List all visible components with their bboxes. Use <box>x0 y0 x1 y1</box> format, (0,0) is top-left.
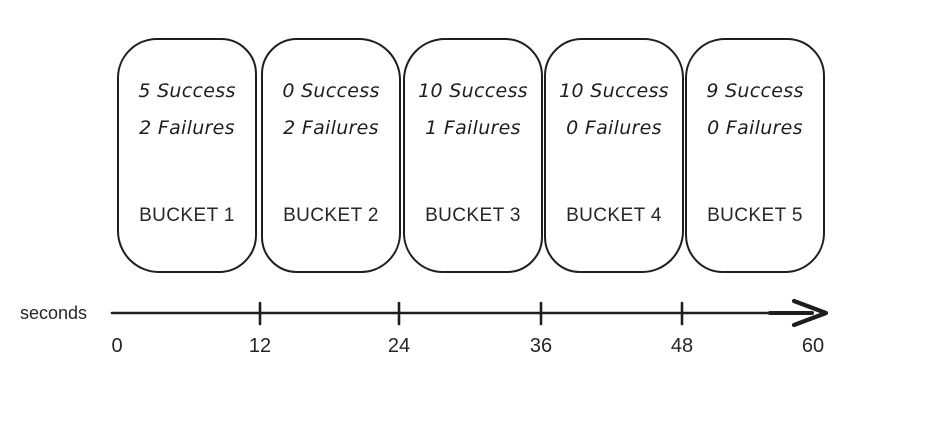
bucket-5-title: BUCKET 5 <box>707 205 803 226</box>
bucket-5: 9 Success 0 Failures BUCKET 5 <box>685 38 825 273</box>
axis-units-label: seconds <box>20 303 88 323</box>
bucket-2-title: BUCKET 2 <box>283 205 379 226</box>
bucket-2-stats: 0 Success 2 Failures <box>263 73 399 147</box>
bucket-4-success-count: 10 Success <box>559 80 669 102</box>
bucket-3: 10 Success 1 Failures BUCKET 3 <box>403 38 543 273</box>
bucket-2: 0 Success 2 Failures BUCKET 2 <box>261 38 401 273</box>
axis-tick-label-24: 24 <box>387 335 411 357</box>
axis-tick-label-12: 12 <box>248 335 272 357</box>
bucket-5-success-count: 9 Success <box>706 80 804 102</box>
axis-tick-label-48: 48 <box>670 335 694 357</box>
axis-tick-label-60: 60 <box>801 335 825 357</box>
bucket-1-success-count: 5 Success <box>138 80 236 102</box>
bucket-4-failures-count: 0 Failures <box>566 117 662 139</box>
bucket-4-title: BUCKET 4 <box>566 205 662 226</box>
axis-arrowhead-icon <box>791 298 829 328</box>
bucket-5-stats: 9 Success 0 Failures <box>687 73 823 147</box>
bucket-3-stats: 10 Success 1 Failures <box>405 73 541 147</box>
bucket-4: 10 Success 0 Failures BUCKET 4 <box>544 38 684 273</box>
bucket-3-success-count: 10 Success <box>418 80 528 102</box>
bucket-3-title: BUCKET 3 <box>425 205 521 226</box>
bucket-5-failures-count: 0 Failures <box>707 117 803 139</box>
bucket-1-title: BUCKET 1 <box>139 205 235 226</box>
bucket-1: 5 Success 2 Failures BUCKET 1 <box>117 38 257 273</box>
bucket-4-stats: 10 Success 0 Failures <box>546 73 682 147</box>
bucket-2-failures-count: 2 Failures <box>283 117 379 139</box>
bucket-1-stats: 5 Success 2 Failures <box>119 73 255 147</box>
axis-tick-label-0: 0 <box>111 335 123 357</box>
bucket-2-success-count: 0 Success <box>282 80 380 102</box>
axis-tick-label-36: 36 <box>529 335 553 357</box>
bucket-3-failures-count: 1 Failures <box>425 117 521 139</box>
bucket-1-failures-count: 2 Failures <box>139 117 235 139</box>
